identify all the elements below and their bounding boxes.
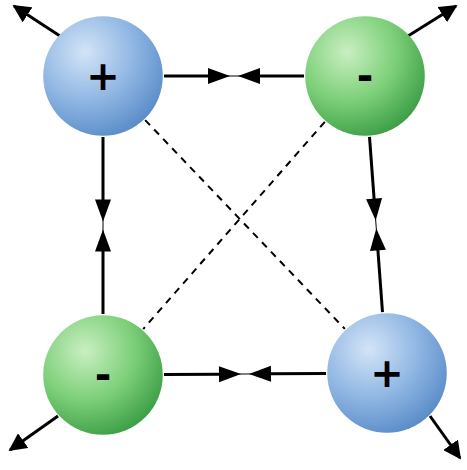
charge-circle: - [304,15,426,137]
dashed-connector [145,120,345,329]
arrow-head [249,366,271,382]
arrow-head [95,200,111,222]
charge-circle: + [42,15,164,137]
force-connector [366,137,386,312]
charge-circle: - [42,314,164,436]
force-connector [164,366,326,382]
arrow-head [238,68,260,84]
dashed-connector [143,122,325,329]
force-arrow [14,6,60,36]
force-connector [95,137,111,314]
arrow-head [208,68,230,84]
force-arrow [430,416,460,458]
arrow-head [370,228,386,251]
force-arrow [10,416,58,450]
charge-circle: + [326,312,448,434]
force-arrow [408,6,456,36]
charge-sign: + [326,312,448,434]
charge-sign: - [42,314,164,436]
charge-sign: + [42,15,164,137]
arrow-head [219,366,241,382]
charge-sign: - [304,15,426,137]
force-connector [164,68,304,84]
arrow-head [366,198,382,221]
arrow-head [95,230,111,252]
